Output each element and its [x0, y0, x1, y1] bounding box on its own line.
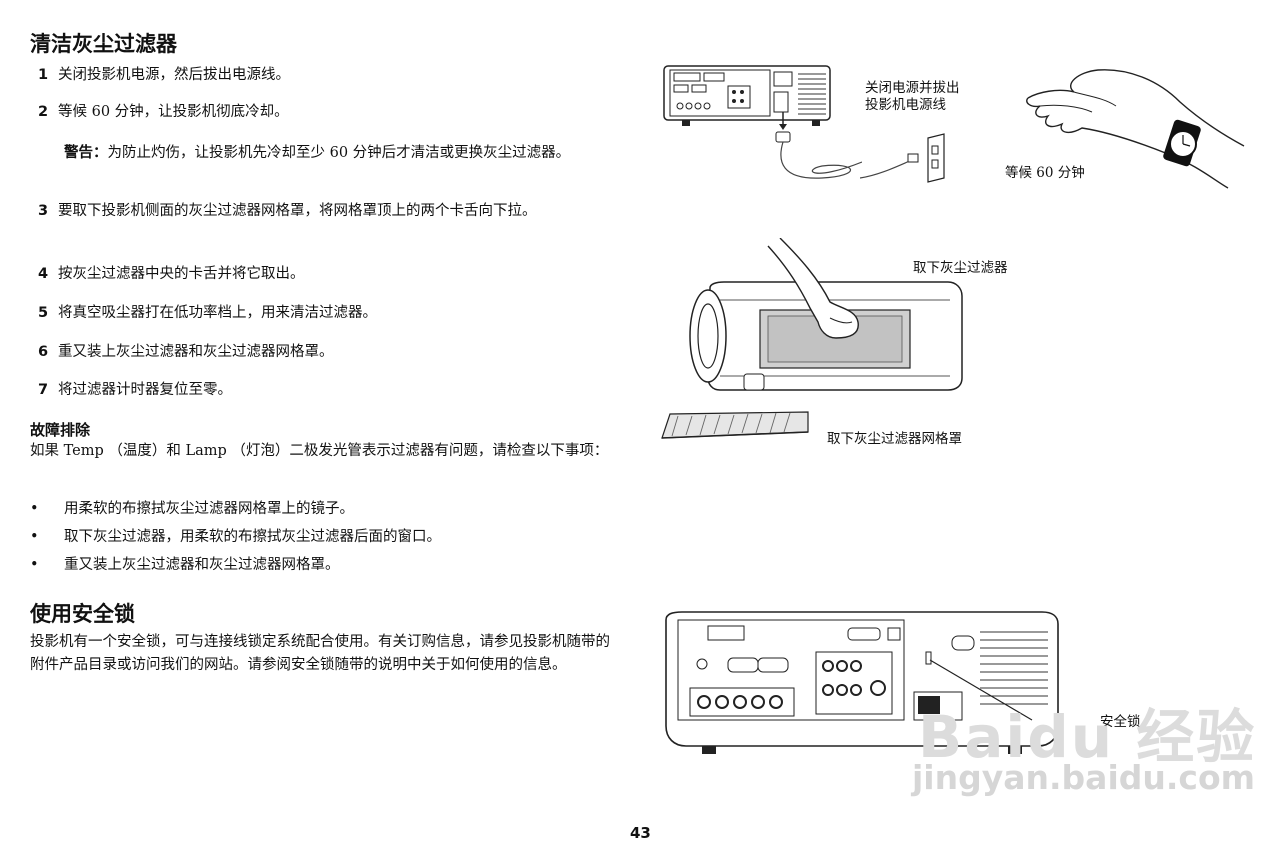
warning-label: 警告： — [64, 144, 108, 161]
baidu-watermark-logo: Baidu 经验 — [918, 703, 1257, 771]
step-7: 7 将过滤器计时器复位至零。 — [38, 377, 618, 403]
bullet-item: • 用柔软的布擦拭灰尘过滤器网格罩上的镜子。 — [30, 498, 620, 520]
bullet-item: • 取下灰尘过滤器，用柔软的布擦拭灰尘过滤器后面的窗口。 — [30, 526, 620, 548]
unplug-projector-illustration — [663, 65, 862, 179]
security-lock-illustration — [665, 611, 1059, 754]
step-3: 3 要取下投影机侧面的灰尘过滤器网格罩，将网格罩顶上的两个卡舌向下拉。 — [38, 198, 610, 224]
step-text: 按灰尘过滤器中央的卡舌并将它取出。 — [58, 266, 305, 282]
step-text: 关闭投影机电源，然后拔出电源线。 — [58, 67, 290, 83]
warning-text: 为防止灼伤，让投影机先冷却至少 60 分钟后才清洁或更换灰尘过滤器。 — [107, 145, 571, 161]
bullet-icon: • — [30, 529, 39, 545]
step-text: 将过滤器计时器复位至零。 — [58, 382, 232, 398]
step-number: 7 — [38, 382, 49, 398]
remove-filter-illustration — [689, 238, 963, 391]
bullet-icon: • — [30, 557, 39, 573]
troubleshooting-intro: 如果 Temp （温度）和 Lamp （灯泡）二极发光管表示过滤器有问题，请检查… — [30, 443, 609, 459]
wait-caption: 等候 60 分钟 — [1005, 165, 1085, 181]
step-1: 1 关闭投影机电源，然后拔出电源线。 — [38, 62, 618, 88]
step-number: 1 — [38, 67, 49, 83]
step-number: 3 — [38, 203, 49, 219]
step-2: 2 等候 60 分钟，让投影机彻底冷却。 — [38, 99, 618, 125]
wall-outlet-illustration — [860, 133, 945, 183]
security-lock-caption: 安全锁 — [1100, 714, 1141, 730]
step-number: 5 — [38, 305, 49, 321]
bullet-text: 取下灰尘过滤器，用柔软的布擦拭灰尘过滤器后面的窗口。 — [64, 529, 441, 545]
unplug-caption-line1: 关闭电源并拔出 — [865, 80, 960, 96]
step-text: 等候 60 分钟，让投影机彻底冷却。 — [58, 104, 289, 120]
section-title-security-lock: 使用安全锁 — [30, 602, 135, 626]
wristwatch-hand-illustration — [1026, 69, 1245, 189]
step-5: 5 将真空吸尘器打在低功率档上，用来清洁过滤器。 — [38, 300, 618, 326]
warning-note: 警告：为防止灼伤，让投影机先冷却至少 60 分钟后才清洁或更换灰尘过滤器。 — [64, 141, 614, 165]
security-lock-text: 投影机有一个安全锁，可与连接线锁定系统配合使用。有关订购信息，请参见投影机随带的… — [30, 634, 610, 673]
remove-filter-caption: 取下灰尘过滤器 — [913, 260, 1008, 276]
troubleshooting-title: 故障排除 — [30, 421, 91, 439]
bullet-text: 重又装上灰尘过滤器和灰尘过滤器网格罩。 — [64, 557, 340, 573]
bullet-item: • 重又装上灰尘过滤器和灰尘过滤器网格罩。 — [30, 554, 620, 576]
step-4: 4 按灰尘过滤器中央的卡舌并将它取出。 — [38, 261, 618, 287]
step-text: 要取下投影机侧面的灰尘过滤器网格罩，将网格罩顶上的两个卡舌向下拉。 — [58, 203, 537, 219]
step-number: 4 — [38, 266, 49, 282]
step-6: 6 重又装上灰尘过滤器和灰尘过滤器网格罩。 — [38, 339, 618, 365]
section-title-clean-filter: 清洁灰尘过滤器 — [30, 32, 177, 56]
step-text: 将真空吸尘器打在低功率档上，用来清洁过滤器。 — [58, 305, 377, 321]
page-number: 43 — [630, 824, 651, 842]
filter-grille-illustration — [661, 411, 809, 439]
unplug-caption-line2: 投影机电源线 — [865, 97, 946, 113]
step-number: 2 — [38, 104, 49, 120]
step-text: 重又装上灰尘过滤器和灰尘过滤器网格罩。 — [58, 344, 334, 360]
step-number: 6 — [38, 344, 49, 360]
bullet-icon: • — [30, 501, 39, 517]
bullet-text: 用柔软的布擦拭灰尘过滤器网格罩上的镜子。 — [64, 501, 354, 517]
remove-grille-caption: 取下灰尘过滤器网格罩 — [827, 431, 962, 447]
baidu-watermark-url: jingyan.baidu.com — [912, 758, 1256, 797]
